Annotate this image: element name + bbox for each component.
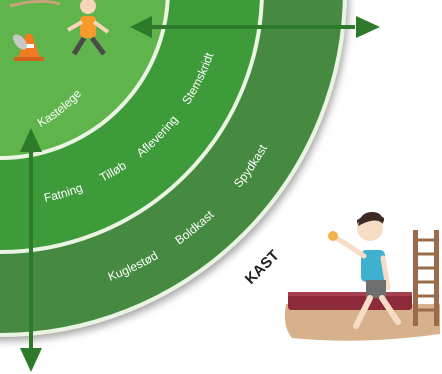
inner-ring [0, 0, 170, 160]
gym-floor [284, 304, 440, 341]
section-title-kast: KAST [242, 247, 283, 288]
traffic-cone-icon [13, 34, 44, 61]
vertical-double-headed-arrow-icon [20, 128, 42, 372]
ball-icon [328, 231, 338, 241]
horizontal-double-headed-arrow-icon [130, 16, 380, 38]
wall-bars-icon [413, 230, 439, 326]
juggling-child-icon [9, 0, 110, 56]
throwing-boy-icon [328, 212, 401, 329]
